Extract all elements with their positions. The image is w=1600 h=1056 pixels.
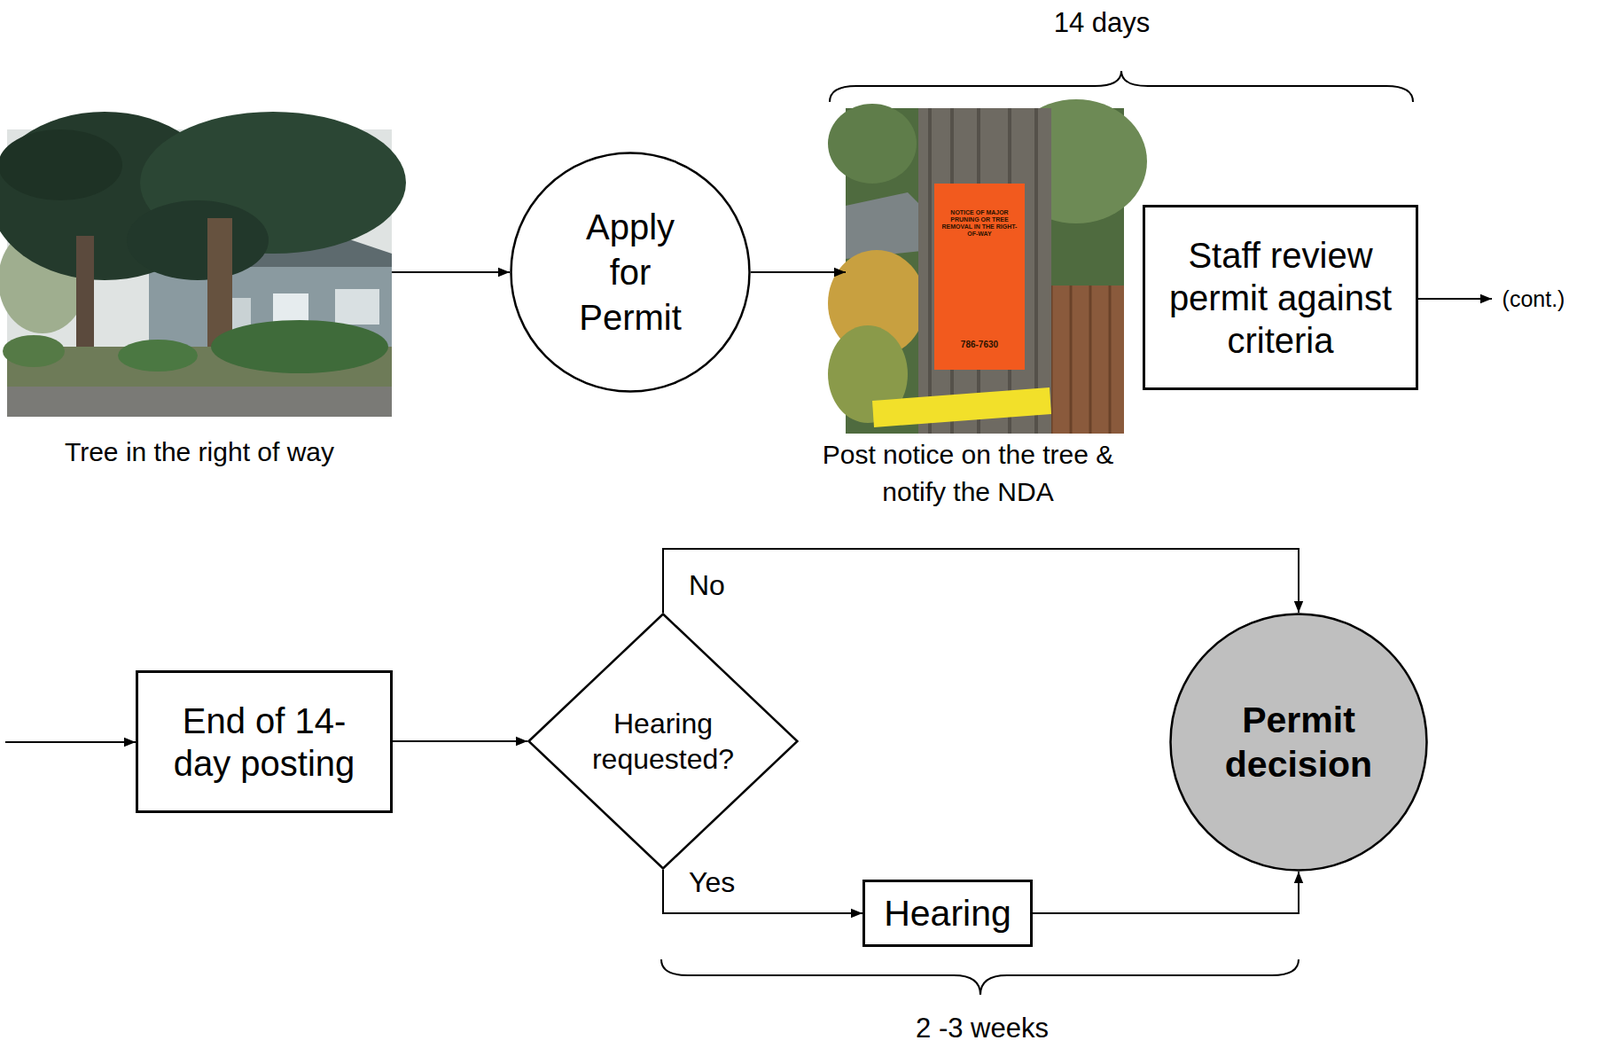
decision-diamond: Hearing requested? [527,612,799,870]
photo-caption: Post notice on the tree & notify the NDA [795,436,1141,511]
circle-outline [1170,614,1428,871]
tree-photo [0,111,406,417]
node-text: Staff review permit against criteria [1166,234,1395,362]
flow-arrow [1032,871,1299,914]
photo-caption: Tree in the right of way [2,436,397,469]
diamond-outline [529,614,798,869]
circle-outline [1169,612,1429,872]
sign-text: 786-7630 [938,339,1021,351]
node-text: End of 14-day posting [160,699,368,785]
notice-photo [827,99,1148,434]
diamond-outline [527,612,799,870]
edge-label: Yes [686,866,737,899]
node-text: Hearing [883,891,1012,935]
process-box: End of 14-day posting [135,670,393,813]
flow-arrow [750,271,846,274]
duration-brace [661,959,1299,995]
photo-node: Tree in the right of way [7,129,392,417]
continuation-arrow [1418,297,1492,300]
flow-arrow [391,271,510,274]
process-box: Staff review permit against criteria [1142,204,1419,391]
duration-brace [829,70,1413,102]
node-text: Permit decision [1201,697,1397,787]
photo-node: Post notice on the tree & notify the NDA [845,108,1124,434]
node-text: Apply for Permit [568,204,693,341]
node-text: Hearing requested? [578,705,748,777]
circle-outline [511,153,750,392]
flow-arrow [663,548,1299,613]
continuation-label: (cont.) [1489,285,1578,313]
start-circle: Apply for Permit [509,151,751,393]
duration-label: 2 -3 weeks [866,1011,1098,1045]
continuation-arrow [5,741,136,743]
process-box: Hearing [862,879,1033,947]
edge-label: No [686,569,727,602]
end-circle: Permit decision [1169,612,1429,872]
flow-arrow [392,740,528,742]
sign-text: NOTICE OF MAJOR PRUNING OR TREE REMOVAL … [938,209,1021,238]
duration-label: 14 days [1004,6,1200,40]
